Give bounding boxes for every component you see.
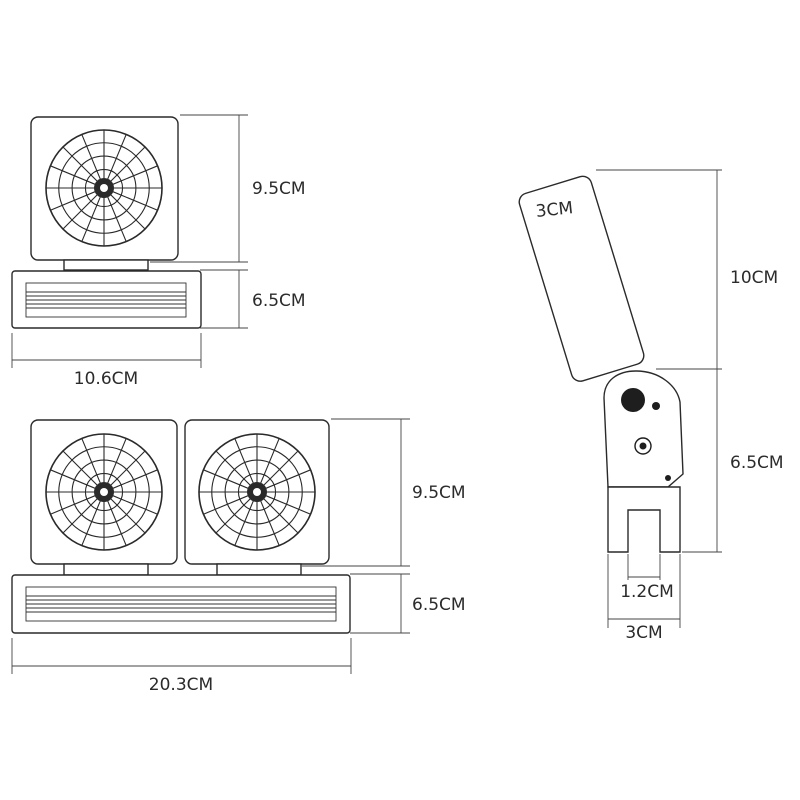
single-base-stripes [26,291,186,309]
clip-bracket: 3CM [518,175,684,553]
double-fan-neck-left [63,563,149,576]
single-fan-neck [63,259,149,271]
single-height-dimensions: 9.5CM 6.5CM [150,114,306,329]
clip-slot-width-label: 1.2CM [620,582,674,602]
clip-arm [518,175,645,382]
clip-pivot-bracket [603,370,684,488]
single-width-label: 10.6CM [74,369,138,389]
double-fan-unit [11,419,351,634]
double-width-dimension: 20.3CM [11,638,352,695]
clip-height-dimensions: 10CM 6.5CM [596,169,784,553]
double-fan-neck-right [216,563,302,576]
fan-grille-icon [45,433,163,551]
single-fan-unit [11,116,202,329]
clip-top-width-label: 3CM [535,198,574,222]
fan-grille-icon [45,129,163,247]
double-base-stripes [26,595,336,613]
clip-width-dimensions: 1.2CM 3CM [607,554,681,643]
pivot-screw-icon [621,388,645,412]
clip-fork [607,486,681,553]
clip-arm-length-label: 10CM [730,268,778,288]
pivot-pin-icon [652,402,660,410]
clip-total-width-label: 3CM [625,623,662,643]
fan-grille-icon [198,433,316,551]
double-fan-height-label: 9.5CM [412,483,466,503]
single-fan-height-label: 9.5CM [252,179,306,199]
single-width-dimension: 10.6CM [11,333,202,389]
single-base [11,270,202,329]
clip-lower-length-label: 6.5CM [730,453,784,473]
bracket-pin-icon [665,475,671,481]
single-base-height-label: 6.5CM [252,291,306,311]
double-height-dimensions: 9.5CM 6.5CM [302,418,466,634]
double-width-label: 20.3CM [149,675,213,695]
double-base-height-label: 6.5CM [412,595,466,615]
